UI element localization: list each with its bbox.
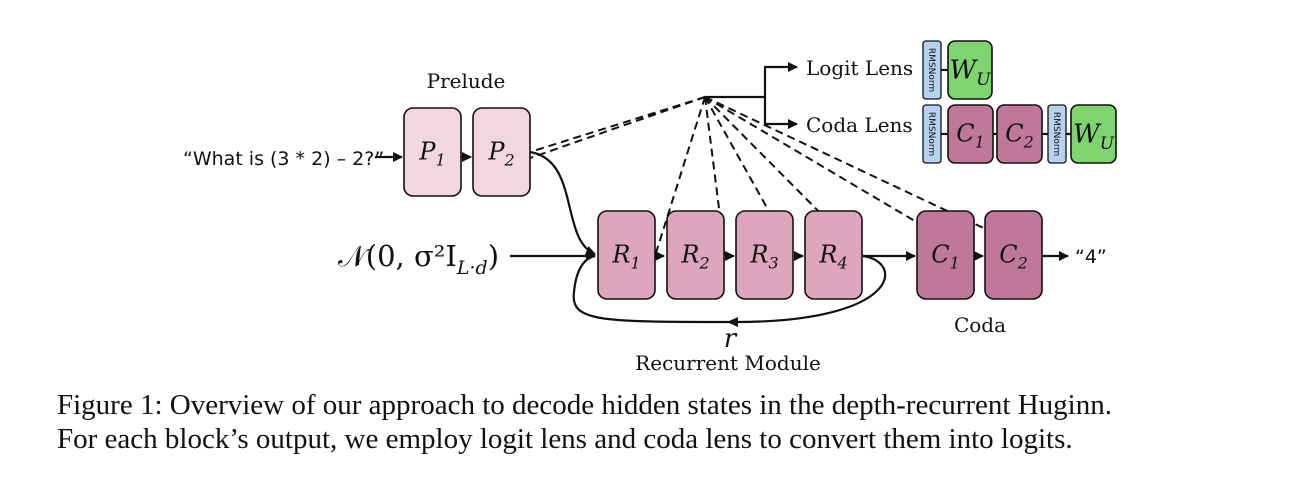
- logit-lens-unembed-box: [947, 40, 993, 100]
- recurrent-block-2: R2: [666, 210, 725, 300]
- coda-block-1: C1: [916, 210, 975, 300]
- loop-label: r: [724, 324, 738, 354]
- connectors: [375, 62, 1071, 327]
- logit-lens-norm-label: RMSNorm: [926, 48, 936, 92]
- tap-c2: [704, 96, 1044, 257]
- recurrent-block-4: R4: [804, 210, 863, 300]
- coda-label: Coda: [954, 313, 1006, 337]
- coda-block-1-box: [916, 210, 975, 300]
- coda-lens-unembed: WU: [1070, 104, 1117, 164]
- coda-lens-unembed-box: [1070, 104, 1117, 164]
- coda-lens-norm-1: RMSNorm: [922, 104, 942, 164]
- recurrent-block-2-box: [666, 210, 725, 300]
- logit-lens-unembed: WU: [947, 40, 993, 100]
- prelude-block-1-label: P1: [418, 138, 445, 170]
- logit-lens-label: Logit Lens: [806, 56, 913, 80]
- logit-lens-norm: RMSNorm: [922, 40, 942, 100]
- coda-lens-unembed-label: WU: [1073, 119, 1115, 154]
- coda-lens-block-2-box: [996, 104, 1043, 164]
- noise-input: 𝒩(0, σ²IL·d): [338, 239, 499, 279]
- logit-lens-arrow: [763, 62, 798, 97]
- prelude-to-r1-arrow: [529, 150, 596, 256]
- coda-lens-label: Coda Lens: [806, 113, 913, 137]
- coda-lens-norm-2: RMSNorm: [1047, 104, 1067, 164]
- recurrence-loop: [572, 254, 887, 324]
- recurrent-block-1: R1: [597, 210, 656, 300]
- input-prompt: “What is (3 * 2) – 2?”: [183, 148, 384, 170]
- figure-caption: Figure 1: Overview of our approach to de…: [57, 388, 1287, 456]
- coda-block-1-label: C1: [931, 241, 960, 273]
- output-token: “4”: [1075, 246, 1107, 268]
- coda-lens-norm-1-box: [922, 104, 942, 164]
- recurrent-block-4-label: R4: [818, 241, 847, 273]
- recurrent-block-3-label: R3: [749, 241, 778, 273]
- recurrent-block-2-label: R2: [680, 241, 709, 273]
- prelude-block-2-label: P2: [487, 138, 514, 170]
- coda-lens-block-1-label: C1: [956, 120, 985, 152]
- coda-lens-norm-2-box: [1047, 104, 1067, 164]
- coda-lens-block-1-box: [947, 104, 994, 164]
- coda-lens-block-2: C2: [996, 104, 1043, 164]
- prelude-block-2-box: [472, 107, 531, 197]
- coda-lens-block-2-label: C2: [1005, 120, 1034, 152]
- recurrent-module-label: Recurrent Module: [635, 351, 821, 375]
- coda-lens-norm-2-label: RMSNorm: [1051, 112, 1061, 156]
- tap-r3: [704, 96, 795, 257]
- coda-block-2-box: [984, 210, 1043, 300]
- logit-lens-unembed-label: WU: [949, 55, 991, 90]
- prelude-block-1-box: [403, 107, 462, 197]
- recurrent-block-4-box: [804, 210, 863, 300]
- prelude-block-1: P1: [403, 107, 462, 197]
- caption-line-2: For each block’s output, we employ logit…: [57, 423, 1073, 455]
- tap-prelude-out: [529, 96, 706, 153]
- prelude-block-2: P2: [472, 107, 531, 197]
- recurrent-block-3: R3: [735, 210, 794, 300]
- coda-lens-arrow: [763, 97, 798, 129]
- logit-lens-norm-box: [922, 40, 942, 100]
- coda-block-2-label: C2: [999, 241, 1028, 273]
- recurrent-block-3-box: [735, 210, 794, 300]
- recurrent-block-1-box: [597, 210, 656, 300]
- prelude-label: Prelude: [427, 69, 506, 93]
- loop-arrowhead: [727, 317, 738, 327]
- tap-r1: [654, 96, 706, 257]
- recurrent-block-1-label: R1: [611, 241, 640, 273]
- caption-line-1: Figure 1: Overview of our approach to de…: [57, 389, 1112, 421]
- coda-lens-norm-1-label: RMSNorm: [926, 112, 936, 156]
- coda-lens-block-1: C1: [947, 104, 994, 164]
- coda-block-2: C2: [984, 210, 1043, 300]
